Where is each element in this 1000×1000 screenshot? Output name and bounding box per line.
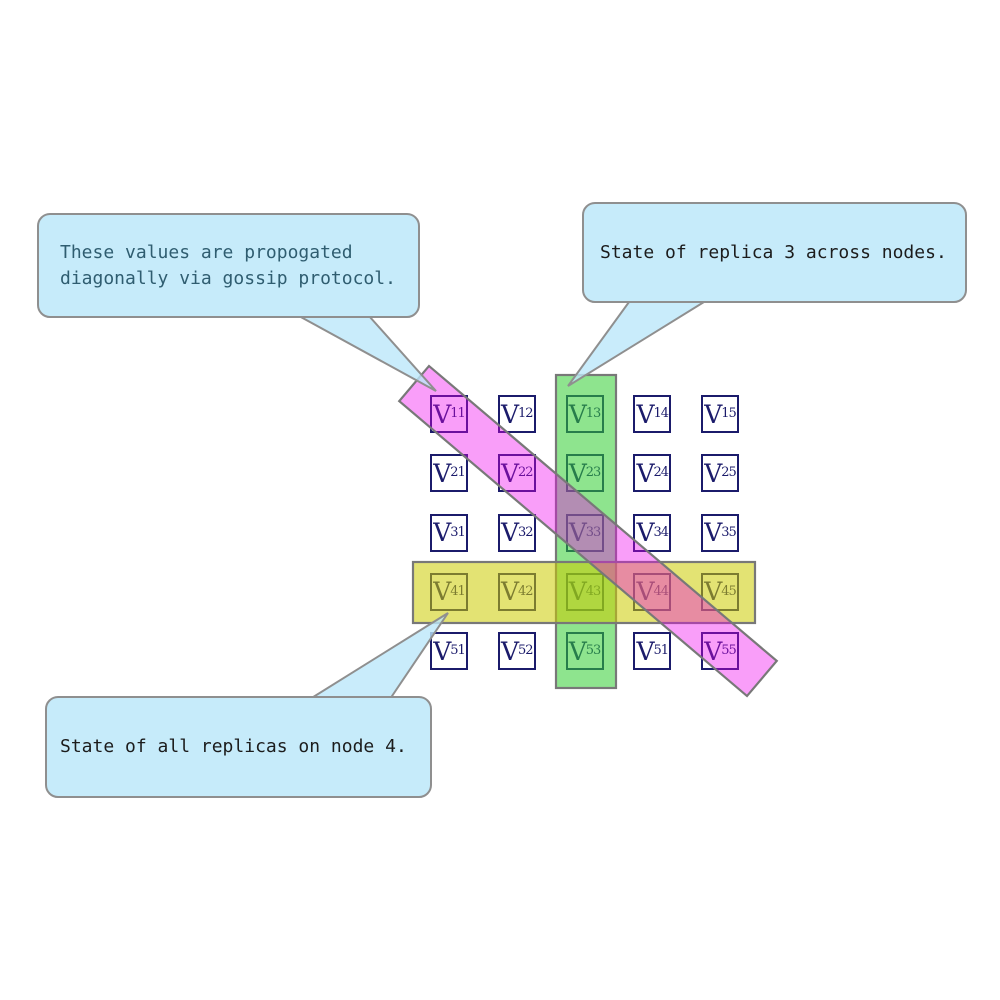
cell-symbol: V bbox=[636, 458, 655, 488]
matrix-cell-r5c5: V55 bbox=[701, 632, 739, 671]
cell-symbol: V bbox=[500, 518, 519, 548]
cell-symbol: V bbox=[433, 458, 452, 488]
callout-node4-text: State of all replicas on node 4. bbox=[60, 736, 407, 757]
cell-symbol: V bbox=[433, 636, 452, 666]
callout-replica3-text: State of replica 3 across nodes. bbox=[600, 241, 947, 263]
highlight-diagonal-gossip bbox=[397, 364, 779, 698]
cell-symbol: V bbox=[433, 402, 451, 427]
matrix-cell-r2c2: V22 bbox=[497, 454, 536, 493]
cell-symbol: V bbox=[500, 399, 519, 429]
callout-replica3: State of replica 3 across nodes. bbox=[582, 202, 967, 303]
cell-symbol: V bbox=[501, 461, 519, 486]
callout-gossip-line2: diagonally via gossip protocol. bbox=[60, 267, 396, 289]
cell-symbol: V bbox=[636, 518, 655, 548]
cell-symbol: V bbox=[433, 518, 452, 548]
cell-symbol: V bbox=[636, 636, 655, 666]
cell-symbol: V bbox=[704, 639, 722, 664]
cell-symbol: V bbox=[704, 399, 723, 429]
callout-tail-replica3 bbox=[567, 301, 708, 387]
callout-tail-gossip bbox=[298, 315, 437, 392]
callout-gossip-line1: These values are propogated bbox=[60, 241, 353, 263]
cell-symbol: V bbox=[636, 399, 655, 429]
callout-gossip-protocol: These values are propogated diagonally v… bbox=[37, 213, 420, 318]
callout-node4: State of all replicas on node 4. bbox=[45, 696, 432, 798]
highlight-row-node4 bbox=[411, 560, 757, 625]
cell-symbol: V bbox=[704, 518, 723, 548]
cell-symbol: V bbox=[500, 636, 519, 666]
callout-tail-node4 bbox=[306, 612, 449, 700]
matrix-cell-r1c1: V11 bbox=[430, 395, 468, 433]
cell-symbol: V bbox=[704, 458, 723, 488]
